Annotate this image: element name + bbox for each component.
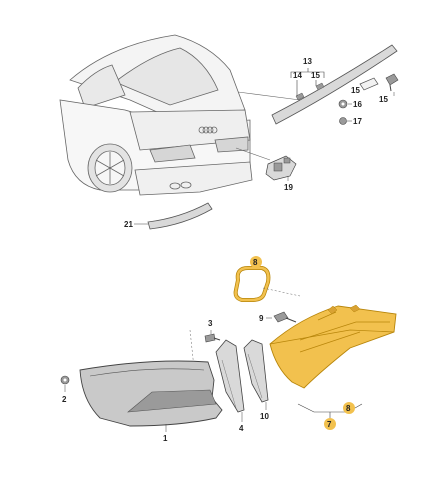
inner-tail-lamp-highlighted — [269, 304, 397, 389]
trunk-lock-bracket — [265, 155, 297, 181]
screw-9 — [273, 311, 297, 323]
callout-7: 7 — [327, 420, 332, 429]
nut-16 — [338, 99, 348, 109]
callout-15-c: 15 — [379, 95, 388, 104]
callout-15-a: 15 — [311, 71, 320, 80]
trim-panel-10 — [243, 339, 269, 403]
nut-17 — [339, 117, 347, 125]
callout-17: 17 — [353, 117, 362, 126]
brand-rings-icon — [198, 126, 218, 134]
callout-1: 1 — [163, 434, 168, 443]
callout-7-badge: 7 — [324, 418, 336, 430]
callout-14: 14 — [293, 71, 302, 80]
outer-tail-lamp — [79, 360, 223, 427]
callout-9: 9 — [259, 314, 264, 323]
car-rear-view — [59, 34, 253, 196]
callout-8-bottom-badge: 8 — [343, 402, 355, 414]
callout-4: 4 — [239, 424, 244, 433]
callout-8-bottom: 8 — [346, 404, 351, 413]
callout-13: 13 — [303, 57, 312, 66]
rear-wheel — [87, 143, 133, 193]
callout-8-top-badge: 8 — [250, 256, 262, 268]
callout-8-top: 8 — [253, 258, 258, 267]
callout-3: 3 — [208, 319, 213, 328]
callout-19: 19 — [284, 183, 293, 192]
seal-pad — [359, 77, 379, 91]
lamp-gasket-highlighted — [233, 266, 271, 302]
callout-21: 21 — [124, 220, 133, 229]
callout-2-bottom: 2 — [62, 395, 67, 404]
trim-panel-4 — [215, 339, 245, 413]
bumper-trim-strip — [147, 202, 213, 230]
callout-16: 16 — [353, 100, 362, 109]
screw-3 — [204, 333, 221, 343]
trunk-trim-strip — [271, 44, 398, 125]
callout-10: 10 — [260, 412, 269, 421]
nut-2 — [60, 375, 70, 385]
retaining-clip — [385, 73, 399, 92]
callout-15-b: 15 — [351, 86, 360, 95]
